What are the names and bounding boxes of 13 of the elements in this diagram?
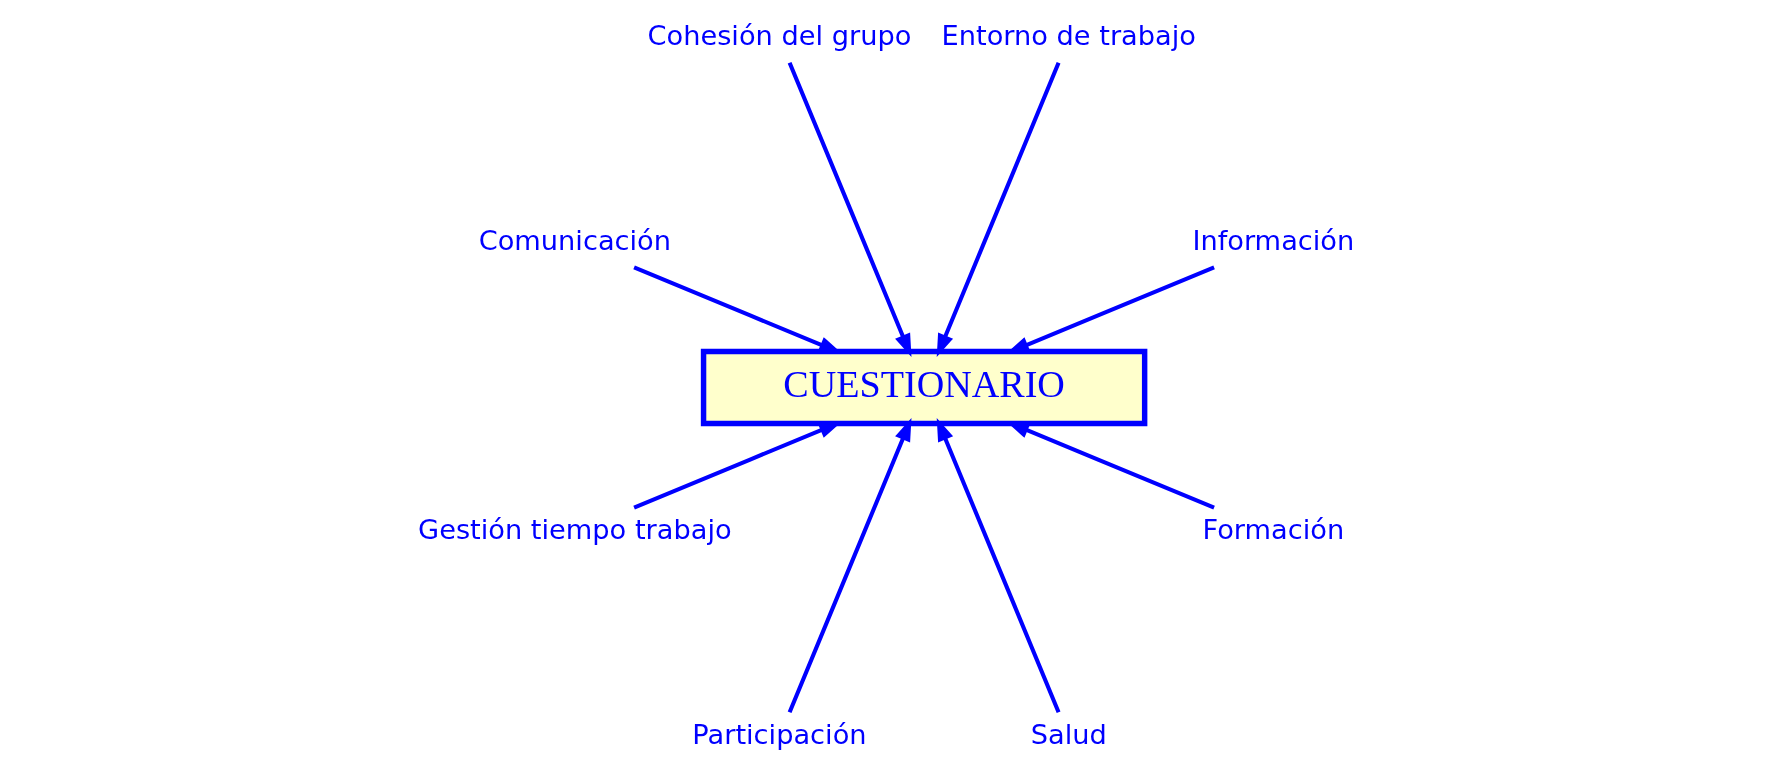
node-text: Salud — [1030, 718, 1107, 750]
arrow — [787, 418, 911, 713]
node-text: Gestión tiempo trabajo — [417, 513, 732, 545]
node-text: Información — [1191, 224, 1354, 256]
node-box: CUESTIONARIO — [700, 348, 1147, 427]
arrow — [936, 62, 1060, 357]
node-text: Comunicación — [478, 224, 671, 256]
node-text: Entorno de trabajo — [941, 20, 1196, 52]
node-text: Cohesión del grupo — [647, 20, 911, 52]
arrow — [787, 62, 911, 357]
node-text: Participación — [691, 718, 867, 750]
node-text: Formación — [1202, 513, 1344, 545]
arrow — [936, 418, 1060, 713]
